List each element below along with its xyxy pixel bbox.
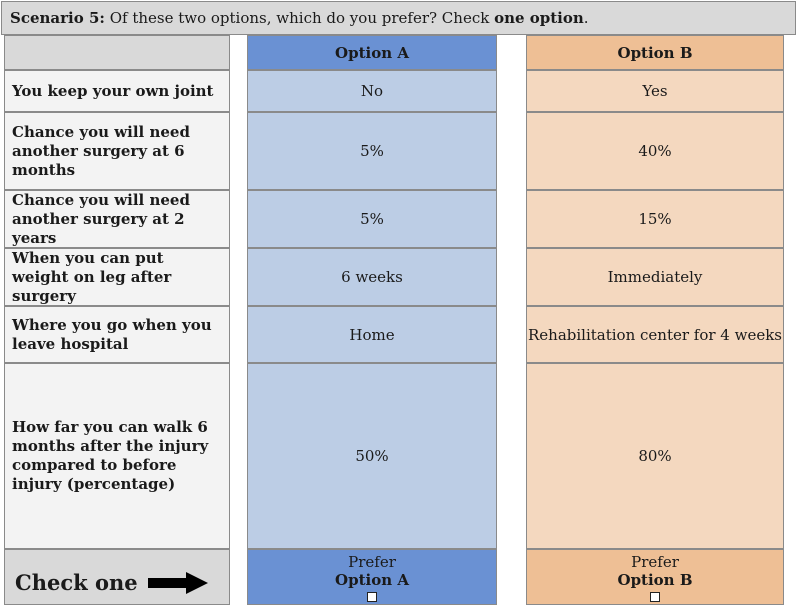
prefer-option-a[interactable]: Prefer Option A [247, 549, 497, 605]
option-a-value: 6 weeks [341, 268, 403, 286]
question-emphasis: one option [494, 9, 584, 27]
option-b-value: 15% [638, 210, 672, 228]
check-one-text: Check one [15, 569, 138, 595]
option-b-cell: Rehabilitation center for 4 weeks [526, 306, 784, 363]
option-a-cell: No [247, 70, 497, 112]
prefer-a-option: Option A [335, 570, 409, 589]
option-a-header: Option A [247, 35, 497, 70]
corner-cell [4, 35, 230, 70]
option-b-cell: Yes [526, 70, 784, 112]
row-label-text: You keep your own joint [12, 81, 214, 100]
prefer-a-text: Prefer [348, 552, 396, 571]
option-b-checkbox[interactable] [650, 591, 660, 602]
option-a-cell: 50% [247, 363, 497, 549]
option-b-header: Option B [526, 35, 784, 70]
option-b-cell: Immediately [526, 248, 784, 306]
row-label: You keep your own joint [4, 70, 230, 112]
option-b-cell: 80% [526, 363, 784, 549]
scenario-number: Scenario 5: [10, 9, 105, 27]
right-arrow-icon [148, 572, 208, 594]
row-label-text: When you can put weight on leg after sur… [12, 248, 172, 305]
row-label: When you can put weight on leg after sur… [4, 248, 230, 306]
option-a-value: 5% [360, 142, 384, 160]
option-b-value: Immediately [607, 268, 703, 286]
option-a-cell: Home [247, 306, 497, 363]
row-label: Chance you will need another surgery at … [4, 112, 230, 190]
option-b-header-label: Option B [617, 43, 693, 62]
option-b-cell: 40% [526, 112, 784, 190]
row-label-text: Chance you will need another surgery at … [12, 190, 190, 247]
prefer-option-b[interactable]: Prefer Option B [526, 549, 784, 605]
option-b-cell: 15% [526, 190, 784, 248]
prefer-b-option: Option B [617, 570, 693, 589]
option-a-value: No [360, 82, 384, 100]
question-suffix: . [583, 9, 589, 27]
option-a-cell: 5% [247, 190, 497, 248]
option-b-value: Rehabilitation center for 4 weeks [527, 325, 783, 344]
option-a-value: 5% [360, 210, 384, 228]
row-label: How far you can walk 6 months after the … [4, 363, 230, 549]
option-a-cell: 5% [247, 112, 497, 190]
row-label-text: How far you can walk 6 months after the … [12, 418, 209, 493]
row-label-text: Chance you will need another surgery at … [12, 122, 190, 179]
prefer-b-text: Prefer [631, 552, 679, 571]
question-text: Of these two options, which do you prefe… [104, 9, 495, 27]
option-a-value: Home [349, 325, 395, 344]
row-label-text: Where you go when you leave hospital [12, 315, 212, 353]
option-a-value: 50% [355, 447, 389, 465]
row-label: Where you go when you leave hospital [4, 306, 230, 363]
option-b-value: Yes [642, 82, 668, 100]
scenario-question: Scenario 5: Of these two options, which … [1, 1, 796, 35]
option-a-header-label: Option A [335, 43, 409, 62]
option-a-cell: 6 weeks [247, 248, 497, 306]
option-b-value: 80% [638, 447, 672, 465]
option-b-value: 40% [638, 142, 672, 160]
row-label: Chance you will need another surgery at … [4, 190, 230, 248]
option-a-checkbox[interactable] [367, 591, 377, 602]
